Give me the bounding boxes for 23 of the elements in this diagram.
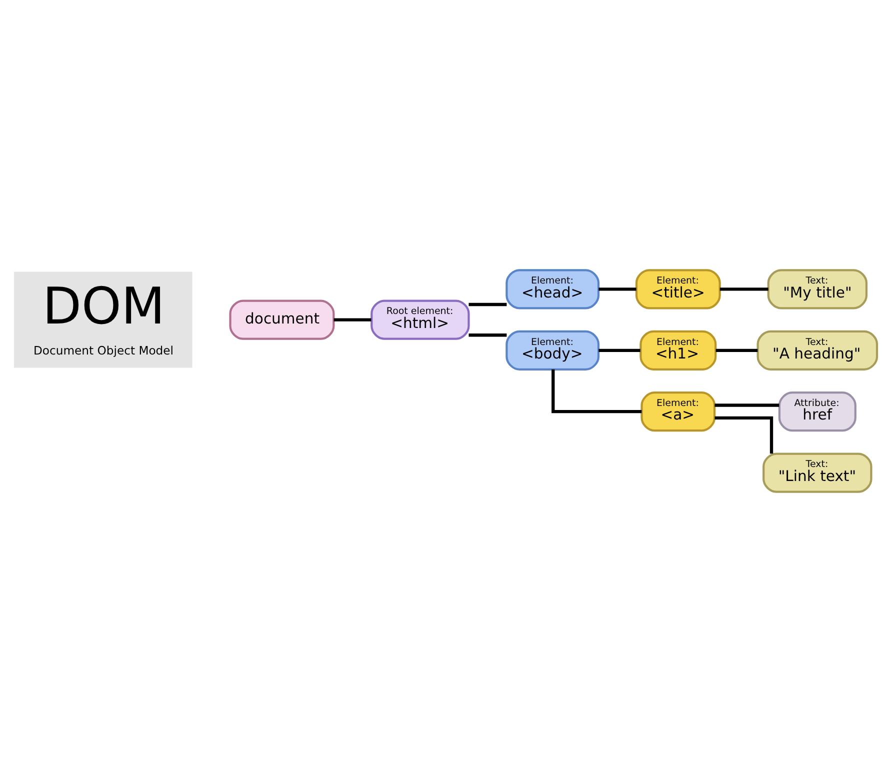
node-box: Element: <h1> [640, 330, 717, 370]
connector [598, 288, 636, 291]
label: DOM [42, 276, 165, 336]
node-box: Text: "My title" [767, 269, 868, 310]
label: Document Object Model [34, 343, 174, 358]
node-box: Element: <head> [506, 269, 600, 310]
connector [714, 416, 774, 454]
node-box: Attribute: href [778, 392, 856, 432]
connector [714, 404, 780, 407]
connector [334, 318, 372, 322]
node-box: Text: "Link text" [762, 452, 872, 493]
node-box: Root element: <html> [370, 300, 470, 340]
connector [716, 348, 758, 352]
node-box: Element: <a> [640, 392, 716, 432]
connector [468, 302, 507, 306]
node-box: Element: <title> [635, 269, 721, 310]
connector [552, 369, 642, 414]
node-box: Element: <body> [506, 330, 600, 370]
connector [720, 288, 768, 291]
connector [468, 334, 507, 337]
connector [598, 348, 640, 352]
node-box: document [229, 300, 335, 340]
node-box: Text: "A heading" [756, 330, 878, 370]
